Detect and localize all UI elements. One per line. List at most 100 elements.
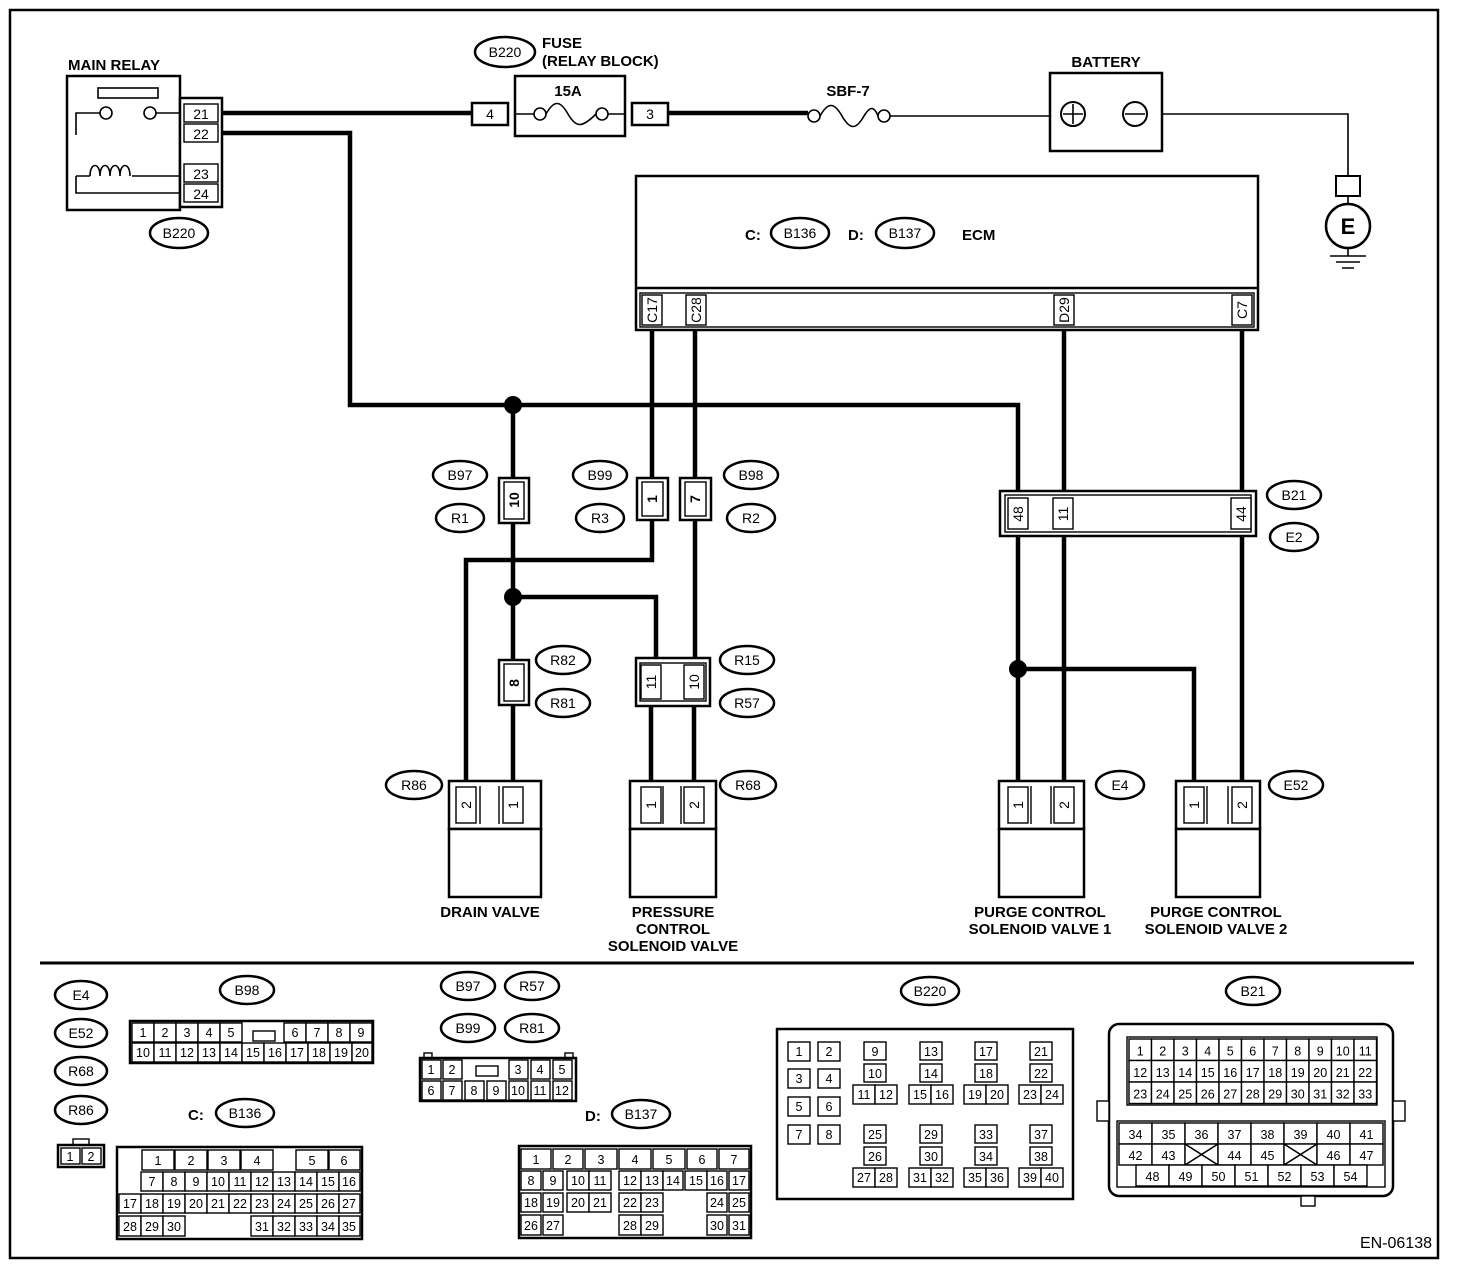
purge2-pin-1: 1: [1186, 801, 1202, 809]
svg-text:2: 2: [162, 1026, 169, 1040]
svg-text:10: 10: [211, 1175, 225, 1189]
legend-b137-tag: B137: [625, 1106, 658, 1122]
svg-text:3: 3: [221, 1154, 228, 1168]
legend-2pin-connector: 1 2: [56, 1138, 106, 1169]
svg-text:7: 7: [149, 1175, 156, 1189]
svg-text:10: 10: [868, 1067, 882, 1081]
svg-text:26: 26: [321, 1197, 335, 1211]
purge2-label-1: PURGE CONTROL: [1150, 904, 1282, 921]
svg-text:19: 19: [968, 1088, 982, 1102]
ecm-d-connector-tag: B137: [889, 225, 922, 241]
svg-text:40: 40: [1327, 1128, 1341, 1142]
pressure-control-solenoid-valve: 1 2 R68 PRESSURE CONTROL SOLENOID VALVE: [608, 769, 778, 955]
svg-text:36: 36: [990, 1171, 1004, 1185]
svg-text:5: 5: [796, 1100, 803, 1114]
purge1-pin-1: 1: [1010, 801, 1026, 809]
purge-control-solenoid-valve-1: 1 2 E4 PURGE CONTROL SOLENOID VALVE 1: [969, 769, 1146, 938]
svg-text:18: 18: [145, 1197, 159, 1211]
svg-text:22: 22: [623, 1196, 637, 1210]
main-relay-label: MAIN RELAY: [68, 57, 160, 74]
svg-text:39: 39: [1023, 1171, 1037, 1185]
svg-text:17: 17: [1246, 1066, 1260, 1080]
r82-pin-8: 8: [506, 679, 522, 687]
svg-text:3: 3: [184, 1026, 191, 1040]
pressure-valve-pin-1: 1: [643, 801, 659, 809]
svg-text:4: 4: [537, 1063, 544, 1077]
drain-valve-label: DRAIN VALVE: [440, 904, 539, 921]
connector-b98-r2: 7 B98 R2: [678, 459, 780, 534]
relay-pin-24: 24: [193, 186, 209, 202]
svg-text:2: 2: [188, 1154, 195, 1168]
legend-r57-tag: R57: [519, 978, 545, 994]
svg-text:13: 13: [202, 1046, 216, 1060]
ecm-d-prefix: D:: [848, 227, 864, 244]
b21-tag: B21: [1282, 487, 1307, 503]
battery-label: BATTERY: [1071, 54, 1140, 71]
relay-pin-21: 21: [193, 106, 209, 122]
sbf-7-fusible-link: SBF-7: [807, 83, 891, 128]
svg-text:27: 27: [857, 1171, 871, 1185]
svg-text:16: 16: [1223, 1066, 1237, 1080]
svg-text:37: 37: [1228, 1128, 1242, 1142]
svg-text:21: 21: [1034, 1045, 1048, 1059]
svg-text:50: 50: [1212, 1170, 1226, 1184]
svg-text:33: 33: [979, 1128, 993, 1142]
svg-text:4: 4: [254, 1154, 261, 1168]
svg-text:9: 9: [1317, 1045, 1324, 1059]
svg-text:15: 15: [689, 1174, 703, 1188]
e2-tag: E2: [1285, 529, 1302, 545]
svg-text:30: 30: [924, 1150, 938, 1164]
svg-text:11: 11: [534, 1084, 547, 1098]
fuse-relay-block: B220 FUSE (RELAY BLOCK) 15A 4 3: [470, 35, 670, 138]
relay-connector-tag: B220: [163, 225, 196, 241]
legend-b136-tag: B136: [229, 1105, 262, 1121]
svg-text:19: 19: [1291, 1066, 1305, 1080]
svg-text:33: 33: [299, 1220, 313, 1234]
r57-tag: R57: [734, 695, 760, 711]
svg-text:5: 5: [666, 1153, 673, 1167]
svg-text:19: 19: [334, 1046, 348, 1060]
svg-text:9: 9: [493, 1084, 500, 1098]
svg-text:20: 20: [990, 1088, 1004, 1102]
svg-text:27: 27: [1223, 1088, 1237, 1102]
svg-text:1: 1: [533, 1153, 540, 1167]
b99-tag: B99: [588, 467, 613, 483]
b21-pin-48: 48: [1010, 506, 1026, 522]
e4-tag: E4: [1111, 777, 1128, 793]
svg-text:5: 5: [1227, 1045, 1234, 1059]
svg-text:7: 7: [449, 1084, 456, 1098]
battery: BATTERY: [1048, 54, 1164, 153]
fuse-pin-4: 4: [486, 106, 494, 122]
r81-tag: R81: [550, 695, 576, 711]
svg-text:24: 24: [1156, 1088, 1170, 1102]
svg-text:3: 3: [598, 1153, 605, 1167]
svg-text:16: 16: [268, 1046, 282, 1060]
svg-text:41: 41: [1360, 1128, 1374, 1142]
r68-tag: R68: [735, 777, 761, 793]
svg-text:35: 35: [342, 1220, 356, 1234]
connector-b21-e2: 48 11 44 B21 E2: [998, 479, 1323, 553]
svg-text:10: 10: [136, 1046, 150, 1060]
connector-r15-r57: 11 10 R15 R57: [634, 644, 776, 719]
svg-text:24: 24: [1045, 1088, 1059, 1102]
pressure-valve-pin-2: 2: [686, 801, 702, 809]
legend-b136-connector: 1 2 3 4 5 6 7 8 9 10 11 12 13 14 15 16 1…: [115, 1145, 364, 1241]
b21-pin-44: 44: [1233, 506, 1249, 522]
svg-text:46: 46: [1327, 1149, 1341, 1163]
svg-text:37: 37: [1034, 1128, 1048, 1142]
svg-text:31: 31: [255, 1220, 269, 1234]
svg-text:13: 13: [645, 1174, 659, 1188]
svg-text:23: 23: [645, 1196, 659, 1210]
svg-text:5: 5: [559, 1063, 566, 1077]
svg-text:8: 8: [528, 1174, 535, 1188]
svg-text:3: 3: [1182, 1045, 1189, 1059]
drain-valve: 2 1 R86 DRAIN VALVE: [384, 769, 543, 921]
svg-text:14: 14: [666, 1174, 680, 1188]
svg-text:7: 7: [1272, 1045, 1279, 1059]
svg-text:15: 15: [246, 1046, 260, 1060]
ground-label: E: [1341, 214, 1356, 239]
svg-text:22: 22: [233, 1197, 247, 1211]
svg-text:3: 3: [796, 1072, 803, 1086]
svg-text:17: 17: [123, 1197, 137, 1211]
